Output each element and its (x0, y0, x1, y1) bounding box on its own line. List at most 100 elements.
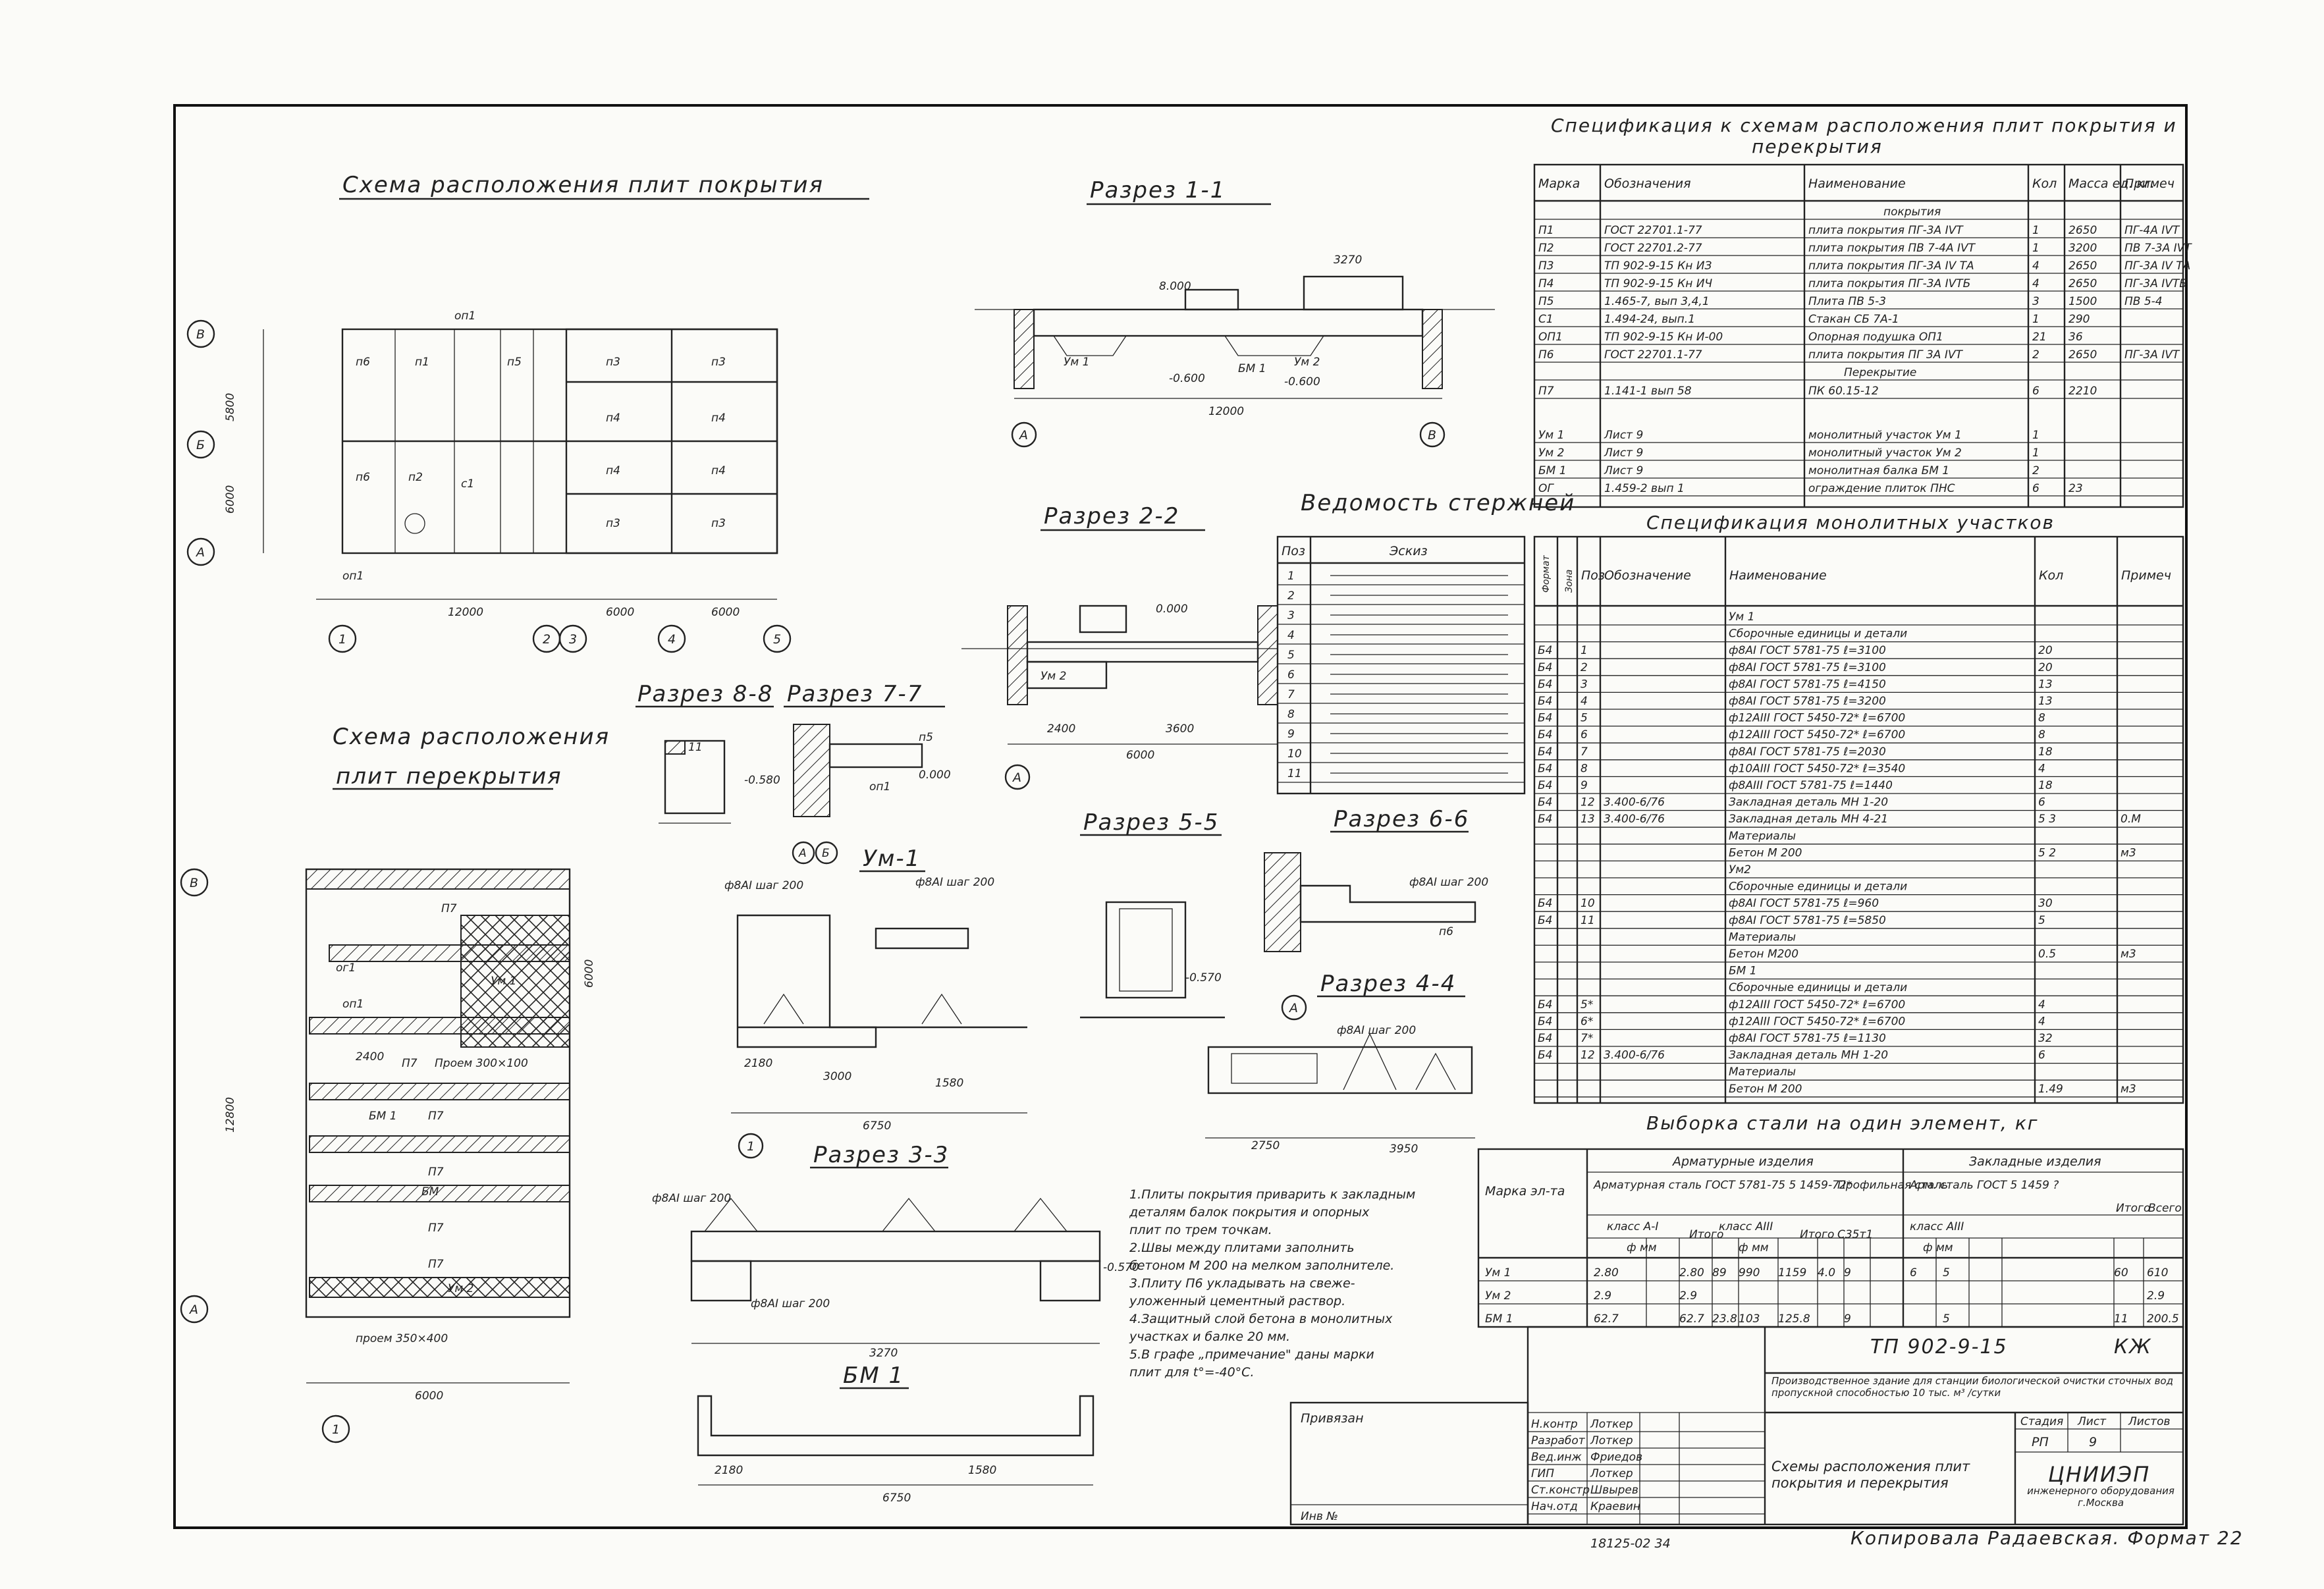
spec-mono-cell-23-0: Б4 (1538, 998, 1552, 1011)
rod-list-title: Ведомость стержней (1301, 490, 1575, 516)
steel-cell-0-5: 990 (1739, 1266, 1760, 1279)
steel-cell-2-10: 5 (1943, 1312, 1950, 1326)
floor-p7-b: П7 (402, 1057, 418, 1070)
spec-mono-cell-10-5: 18 (2038, 779, 2053, 792)
tb-role-0: Н.контр (1531, 1418, 1578, 1431)
spec-mono-cell-8-2: 7 (1581, 745, 1588, 759)
footer-copy: Копировала Радаевская. Формат 22 (1851, 1527, 2244, 1549)
spec-plates-cell-5-0: С1 (1538, 313, 1554, 326)
spec-plates-cell-6-2: Опорная подушка ОП1 (1808, 331, 1943, 344)
steel-cell-2-12: 200.5 (2147, 1312, 2179, 1326)
spec-plates-cell-5-1: 1.494-24, вып.1 (1604, 313, 1695, 326)
sec11-3270: 3270 (1334, 254, 1362, 267)
section-1-1: Разрез 1-1 8.000 Ум 1 Ум 2 БМ 1 -0.600 -… (975, 177, 1495, 448)
steel-g-embed: Закладные изделия (1969, 1154, 2101, 1169)
spec-plates-cell-0-5: ПГ-4А IVТ (2124, 224, 2180, 237)
spec-mono-cell-25-4: ф8АI ГОСТ 5781-75 ℓ=1130 (1729, 1032, 1886, 1045)
steel-fmm-2: ф мм (1739, 1241, 1769, 1254)
floor-plan: Схема расположения плит перекрытия П7 П7… (180, 724, 610, 1443)
tb-name-4: Швырев (1590, 1484, 1638, 1497)
spec-plates-h-0: Марка (1538, 176, 1580, 191)
spec-plates-h-3: Кол (2032, 176, 2057, 191)
note-line-8: участках и балке 20 мм. (1129, 1330, 1290, 1344)
spec-mono-cell-26-2: 12 (1581, 1049, 1595, 1062)
spec-plates-cell-7-0: П6 (1538, 348, 1554, 362)
rod-row-1: 2 (1287, 589, 1295, 603)
spec-plates-cell-3-1: ТП 902-9-15 Кн ИЧ (1604, 277, 1712, 290)
axis-floor-a: А (188, 1303, 198, 1317)
label-p3b: п3 (711, 356, 726, 369)
steel-sub-rebar: Арматурная сталь ГОСТ 5781-75 5 1459-72* (1593, 1179, 1852, 1192)
label-p5: п5 (507, 356, 522, 369)
spec-plates-cell-3-0: П4 (1538, 277, 1554, 290)
spec-plates-cell-7-3: 2 (2032, 348, 2040, 362)
rod-row-7: 8 (1287, 708, 1295, 721)
steel-table: Выборка стали на один элемент, кг Марка … (1477, 1112, 2184, 1328)
spec-plates-cell-2-4: 2650 (2068, 259, 2097, 273)
spec-plates-cell-1-3: 1 (2032, 242, 2040, 255)
spec-plates-cell-8-2: ПК 60.15-12 (1808, 385, 1879, 398)
tb-privyaz: Привязан (1301, 1411, 1364, 1426)
spec-mono-cell-4-2: 3 (1581, 678, 1588, 691)
bm1-title: БМ 1 (843, 1362, 904, 1389)
spec-mono-cell-3-5: 20 (2038, 661, 2053, 674)
floor-op1: оп1 (342, 998, 364, 1011)
steel-cell-2-6: 125.8 (1778, 1312, 1810, 1326)
spec-plates-cell-8-3: 6 (2032, 385, 2040, 398)
floor-plan-title-1: Схема расположения (333, 724, 610, 750)
steel-cell-1-3: 2.9 (1679, 1289, 1697, 1303)
sec55-title: Разрез 5-5 (1083, 809, 1219, 836)
axis-floor-v: В (190, 876, 198, 890)
sec33-title: Разрез 3-3 (813, 1142, 949, 1168)
steel-cell-0-4: 89 (1712, 1266, 1727, 1279)
spec-plates-cell-10-1: Лист 9 (1604, 446, 1643, 460)
floor-p7-e: П7 (428, 1222, 444, 1235)
spec-plates-cell-8-0: П7 (1538, 385, 1554, 398)
sec11-12000: 12000 (1208, 405, 1244, 418)
steel-cell-0-7: 4.0 (1818, 1266, 1835, 1279)
floor-um1: Ум 1 (491, 975, 516, 988)
steel-cell-2-0: БМ 1 (1485, 1312, 1513, 1326)
steel-class-a1: класс А-I (1607, 1220, 1658, 1233)
floor-p7-f: П7 (428, 1258, 444, 1271)
spec-mono-cell-15-4: Ум2 (1729, 863, 1751, 876)
dim-roof-6000b: 6000 (711, 606, 740, 619)
spec-plates-cell-0-3: 1 (2032, 224, 2040, 237)
note-line-2: плит по трем точкам. (1129, 1223, 1272, 1237)
spec-plates-cell-6-3: 21 (2032, 331, 2047, 344)
tb-stage: РП (2032, 1435, 2049, 1449)
spec-mono-cell-24-4: ф12АIII ГОСТ 5450-72* ℓ=6700 (1729, 1015, 1905, 1028)
steel-cell-2-3: 62.7 (1679, 1312, 1704, 1326)
spec-mono-cell-6-0: Б4 (1538, 712, 1552, 725)
spec-mono-cell-25-2: 7* (1581, 1032, 1593, 1045)
sec66-title: Разрез 6-6 (1334, 806, 1469, 832)
tb-sheet-h: Лист (2077, 1415, 2107, 1428)
spec-mono-cell-6-4: ф12АIII ГОСТ 5450-72* ℓ=6700 (1729, 712, 1905, 725)
spec-mono-cell-4-5: 13 (2038, 678, 2053, 691)
spec-plates-cell-11-3: 2 (2032, 464, 2040, 477)
sec44-title: Разрез 4-4 (1320, 971, 1456, 997)
spec-plates-cell-12-3: 6 (2032, 482, 2040, 495)
sec33-0570: -0.570 (1103, 1261, 1139, 1274)
floor-dim-6000r: 6000 (583, 959, 596, 988)
note-line-6: уложенный цементный раствор. (1129, 1294, 1345, 1308)
label-op1: оп1 (342, 570, 364, 583)
floor-prog2: проем 350×400 (356, 1332, 448, 1345)
steel-cell-2-8: 9 (1844, 1312, 1851, 1326)
spec-plates-cell-7-4: 2650 (2068, 348, 2097, 362)
spec-mono-cell-9-0: Б4 (1538, 762, 1552, 775)
steel-cell-0-6: 1159 (1778, 1266, 1806, 1279)
rod-row-2: 3 (1287, 609, 1295, 622)
steel-fmm-1: ф мм (1627, 1241, 1657, 1254)
rod-h-sketch: Эскиз (1389, 544, 1428, 558)
spec-mono-cell-11-5: 6 (2038, 796, 2045, 809)
spec-plates-h-2: Наименование (1808, 176, 1906, 191)
steel-class-a3b: класс АIII (1910, 1220, 1964, 1233)
spec-plates-h-1: Обозначения (1604, 176, 1691, 191)
tb-stage-h: Стадия (2020, 1415, 2063, 1428)
section-6-6: Разрез 6-6 ф8АI шаг 200 п6 А (1264, 806, 1488, 1021)
tb-sheet: 9 (2089, 1435, 2097, 1449)
tb-role-4: Ст.констр (1531, 1484, 1590, 1497)
spec-mono-cell-7-2: 6 (1581, 728, 1588, 741)
axis-roof-a: А (195, 545, 205, 560)
